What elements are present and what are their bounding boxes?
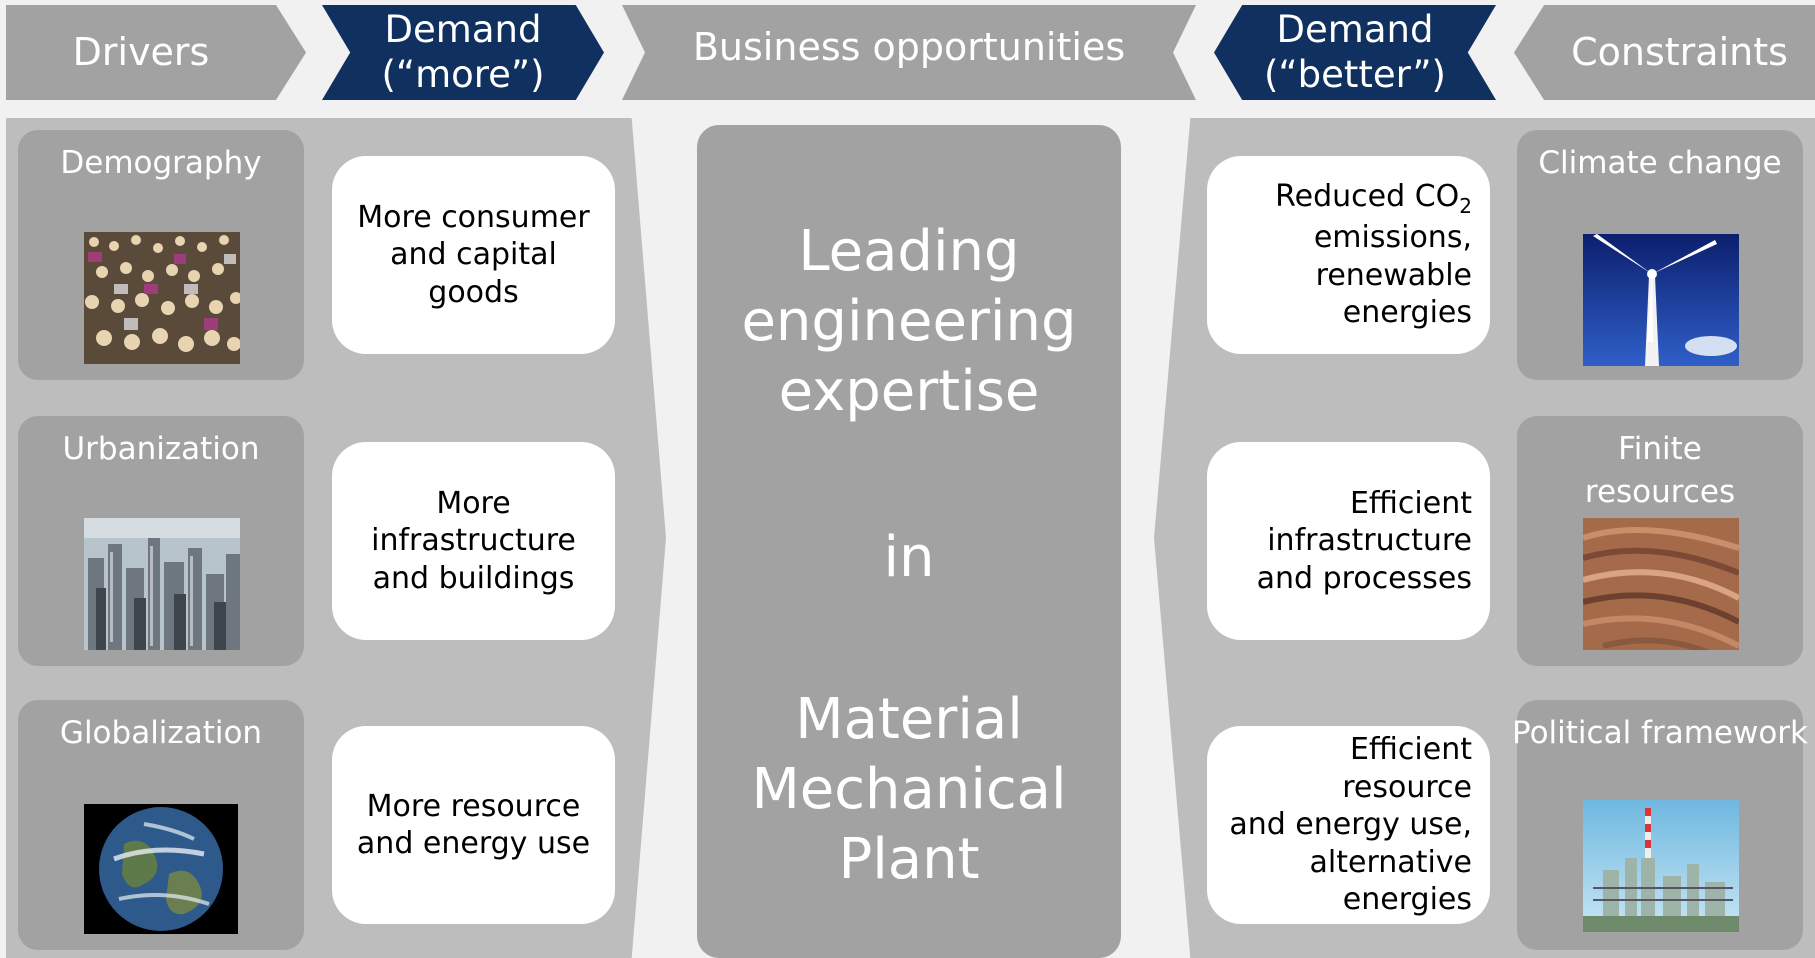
header-drivers-label: Drivers <box>72 29 210 74</box>
header-demand-better: Demand (“better”) <box>1214 5 1496 100</box>
wind-turbine-photo <box>1583 234 1739 366</box>
driver-label: Urbanization <box>62 431 260 467</box>
header-drivers: Drivers <box>6 5 306 100</box>
center-expertise-box: Leading engineering expertise in Materia… <box>697 125 1121 958</box>
header-constraints-label: Constraints <box>1571 29 1788 74</box>
driver-box-demography: Demography <box>18 130 304 380</box>
demand-more-text: More consumer and capital goods <box>357 199 590 310</box>
constraint-label: Finite resources <box>1584 431 1736 511</box>
constraint-box-finite-resources: Finite resources <box>1517 416 1803 666</box>
header-constraints: Constraints <box>1514 5 1815 100</box>
header-demand-better-label: Demand (“better”) <box>1263 8 1446 96</box>
demand-better-text: Efficient infrastructure and processes <box>1256 485 1472 596</box>
constraint-label: Political framework <box>1512 715 1808 751</box>
co2-subscript: 2 <box>1459 194 1472 219</box>
earth-photo <box>84 804 238 934</box>
center-text-expertise: Leading engineering expertise <box>741 219 1077 424</box>
co2-rest: emissions, renewable energies <box>1313 220 1472 331</box>
crowd-photo <box>84 232 240 364</box>
constraint-box-climate-change: Climate change <box>1517 130 1803 380</box>
demand-more-card: More resource and energy use <box>332 726 615 924</box>
demand-more-text: More infrastructure and buildings <box>371 485 576 596</box>
header-business-label: Business opportunities <box>692 25 1126 69</box>
demand-more-text: More resource and energy use <box>356 788 591 862</box>
center-text-in: in <box>883 525 935 590</box>
demand-better-card: Efficient resource and energy use, alter… <box>1207 726 1490 924</box>
driver-label: Demography <box>60 145 262 181</box>
demand-more-card: More infrastructure and buildings <box>332 442 615 640</box>
demand-better-card: Reduced CO2 emissions, renewable energie… <box>1207 156 1490 354</box>
co2-prefix: Reduced CO <box>1275 179 1460 215</box>
header-demand-more: Demand (“more”) <box>322 5 604 100</box>
driver-box-globalization: Globalization <box>18 700 304 950</box>
header-business-opportunities: Business opportunities <box>622 5 1196 100</box>
demand-better-text: Efficient resource and energy use, alter… <box>1229 732 1472 918</box>
demand-better-card: Efficient infrastructure and processes <box>1207 442 1490 640</box>
constraint-label: Climate change <box>1538 145 1782 181</box>
demand-better-text: Reduced CO2 emissions, renewable energie… <box>1257 178 1490 332</box>
center-text-plant: Material Mechanical Plant <box>751 687 1067 892</box>
header-demand-more-label: Demand (“more”) <box>381 8 545 96</box>
driver-box-urbanization: Urbanization <box>18 416 304 666</box>
open-pit-mine-photo <box>1583 518 1739 650</box>
constraint-box-political-framework: Political framework <box>1512 700 1808 950</box>
demand-more-card: More consumer and capital goods <box>332 156 615 354</box>
driver-label: Globalization <box>59 715 263 751</box>
industrial-plant-photo <box>1583 800 1739 932</box>
city-skyline-photo <box>84 518 240 650</box>
